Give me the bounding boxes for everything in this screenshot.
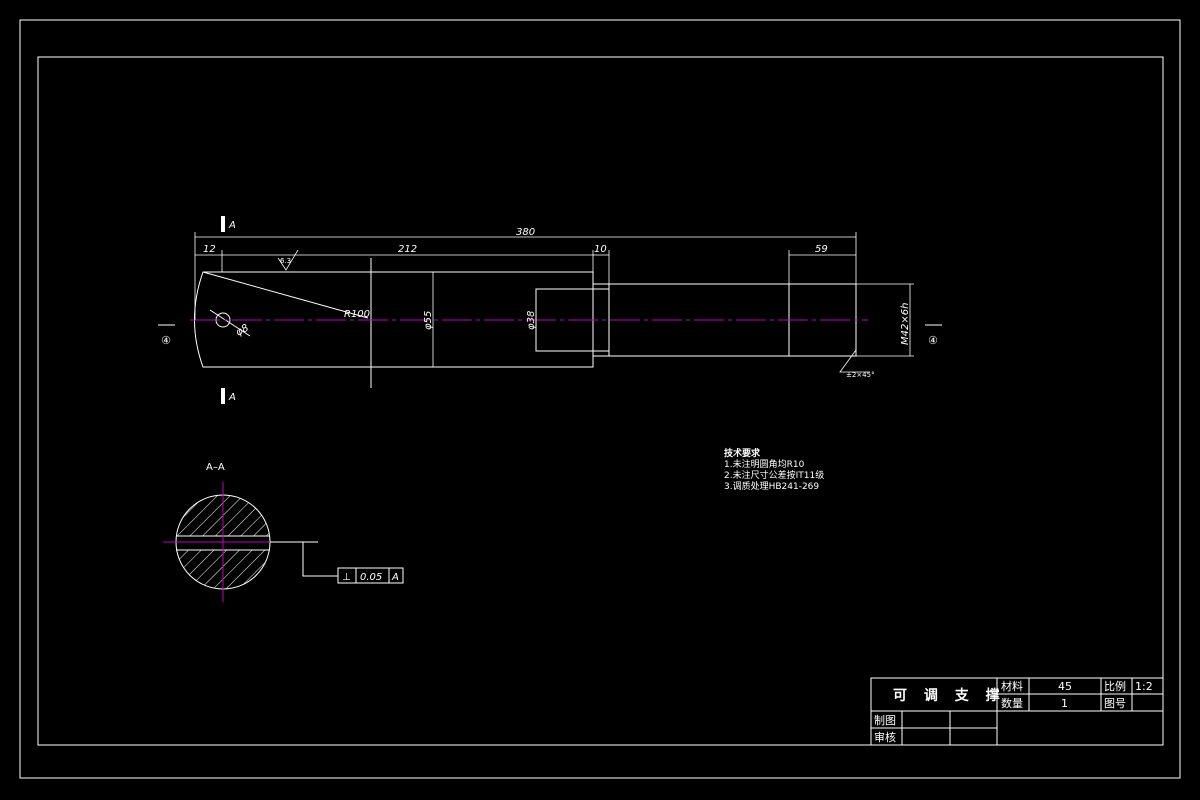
- axis-mark-left: ④: [161, 334, 171, 347]
- dim-text-phi38: φ38: [526, 311, 537, 330]
- material-label: 材料: [1001, 679, 1023, 693]
- section-label-bottom: A: [228, 392, 236, 403]
- dim-text-380: 380: [516, 227, 535, 238]
- part-name: 可 调 支 撑: [893, 687, 1006, 704]
- dim-text-chamfer: ±2×45°: [846, 371, 875, 379]
- scale-value: 1:2: [1135, 680, 1153, 693]
- section-marker-top-bar: [221, 216, 225, 232]
- dim-text-10: 10: [594, 244, 607, 255]
- quantity-label: 数量: [1001, 697, 1023, 710]
- hole-leader: [209, 309, 251, 337]
- section-view-title: A–A: [206, 462, 225, 473]
- notes-title: 技术要求: [724, 447, 761, 459]
- chamfer-leader: [839, 349, 870, 373]
- tolerance-value: 0.05: [360, 572, 382, 583]
- technical-notes: 技术要求 1.未注明圆角均R10 2.未注尺寸公差按IT11级 3.调质处理HB…: [724, 447, 824, 492]
- outer-sheet-border: [19, 19, 1181, 779]
- title-block: [870, 677, 1164, 746]
- scale-label: 比例: [1104, 679, 1126, 693]
- tolerance-frame-box: [337, 567, 404, 584]
- quantity-value: 1: [1061, 697, 1068, 710]
- tolerance-symbol: ⊥: [342, 572, 351, 583]
- dimension-lines: [194, 232, 914, 373]
- dim-text-59: 59: [815, 244, 828, 255]
- dim-text-212: 212: [398, 244, 417, 255]
- material-value: 45: [1058, 680, 1072, 693]
- dim-text-thread: M42×6h: [900, 303, 911, 345]
- dim-text-phi8: φ8: [234, 323, 251, 339]
- drawn-label: 制图: [874, 714, 896, 727]
- tolerance-frame: [337, 567, 404, 584]
- section-marker-bottom-bar: [221, 388, 225, 404]
- dim-text-phi55: φ55: [423, 311, 434, 330]
- tolerance-datum: A: [391, 572, 399, 583]
- axis-mark-right: ④: [928, 334, 938, 347]
- roughness-value: 6.3: [280, 257, 291, 265]
- notes-line-2: 2.未注尺寸公差按IT11级: [724, 469, 824, 481]
- tolerance-leader: [302, 542, 338, 577]
- taper-line: [202, 271, 369, 319]
- notes-line-1: 1.未注明圆角均R10: [724, 458, 805, 470]
- dim-text-r100: R100: [344, 309, 370, 320]
- inner-frame-border: [37, 56, 1164, 746]
- dim-text-12: 12: [203, 244, 216, 255]
- section-view: [163, 482, 338, 602]
- checked-label: 审核: [874, 730, 896, 744]
- main-body-outline: [194, 271, 594, 368]
- notes-line-3: 3.调质处理HB241-269: [724, 480, 819, 492]
- section-label-top: A: [228, 220, 236, 231]
- roughness-symbol: [277, 249, 299, 271]
- drawing-no-label: 图号: [1104, 697, 1126, 710]
